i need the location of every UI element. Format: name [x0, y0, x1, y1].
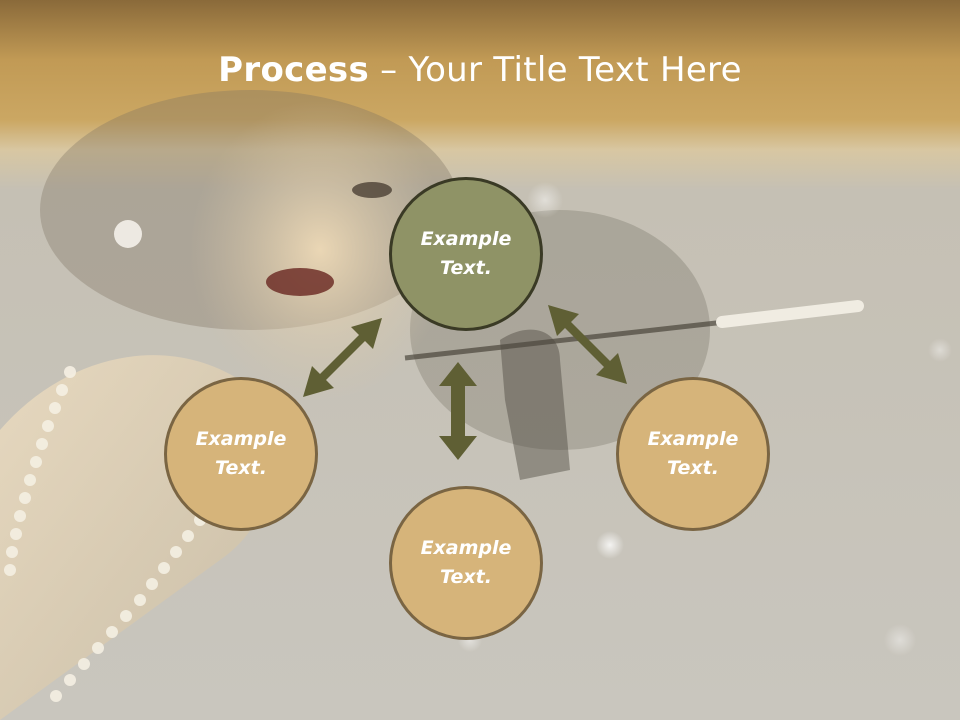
slide-title: Process – Your Title Text Here	[0, 50, 960, 90]
earring	[114, 220, 142, 248]
process-node-top: Example Text.	[389, 177, 543, 331]
process-node-bottom: Example Text.	[389, 486, 543, 640]
cigarette-holder	[404, 300, 864, 361]
lips	[266, 268, 334, 296]
arrow-top-right	[548, 305, 627, 384]
process-node-left: Example Text.	[164, 377, 318, 531]
arrow-top-left	[303, 318, 382, 397]
arrow-vertical	[439, 362, 477, 460]
face	[190, 100, 450, 400]
pearl-necklace	[4, 366, 206, 702]
node-top-label: Example Text.	[420, 228, 512, 279]
node-right-label: Example Text.	[647, 428, 739, 479]
process-node-right: Example Text.	[616, 377, 770, 531]
eye	[352, 182, 392, 198]
title-rest: – Your Title Text Here	[369, 50, 742, 90]
title-bold: Process	[218, 50, 370, 90]
glove	[500, 329, 570, 480]
node-bottom-label: Example Text.	[420, 537, 512, 588]
node-left-label: Example Text.	[195, 428, 287, 479]
